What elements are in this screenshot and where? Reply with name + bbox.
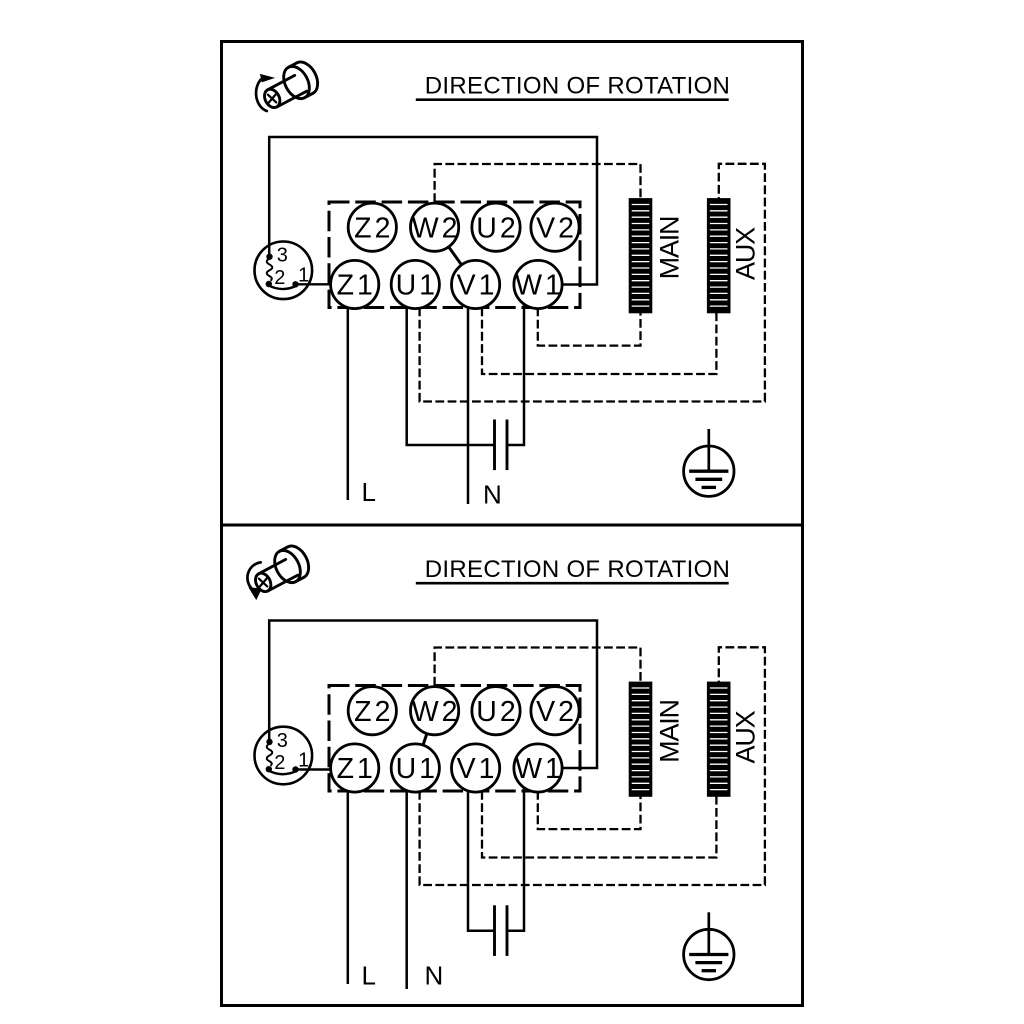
svg-text:U2: U2 [476, 212, 518, 244]
svg-text:W1: W1 [515, 270, 564, 302]
svg-text:V2: V2 [536, 212, 577, 244]
svg-text:U1: U1 [396, 270, 438, 302]
svg-text:U1: U1 [396, 753, 438, 785]
svg-text:W2: W2 [412, 696, 461, 728]
svg-text:W1: W1 [515, 753, 564, 785]
svg-text:W2: W2 [412, 212, 461, 244]
svg-text:AUX: AUX [731, 227, 761, 280]
svg-text:V1: V1 [457, 753, 498, 785]
svg-text:2: 2 [274, 267, 285, 289]
svg-text:1: 1 [298, 750, 309, 772]
svg-text:3: 3 [277, 730, 288, 752]
svg-text:Z2: Z2 [354, 212, 393, 244]
svg-text:L: L [362, 961, 376, 991]
svg-text:L: L [362, 477, 376, 507]
svg-text:V2: V2 [536, 696, 577, 728]
svg-text:1: 1 [298, 265, 309, 287]
svg-text:Z2: Z2 [354, 696, 393, 728]
svg-text:MAIN: MAIN [655, 217, 685, 280]
svg-text:Z1: Z1 [337, 753, 376, 785]
svg-text:U2: U2 [476, 696, 518, 728]
svg-text:V1: V1 [457, 270, 498, 302]
svg-text:DIRECTION OF ROTATION: DIRECTION OF ROTATION [425, 72, 730, 99]
svg-text:MAIN: MAIN [655, 700, 685, 763]
svg-text:DIRECTION OF ROTATION: DIRECTION OF ROTATION [425, 556, 730, 583]
svg-text:AUX: AUX [731, 710, 761, 763]
svg-text:Z1: Z1 [337, 270, 376, 302]
svg-text:3: 3 [277, 245, 288, 267]
svg-text:N: N [425, 961, 444, 991]
svg-text:2: 2 [274, 752, 285, 774]
svg-text:N: N [483, 480, 502, 510]
